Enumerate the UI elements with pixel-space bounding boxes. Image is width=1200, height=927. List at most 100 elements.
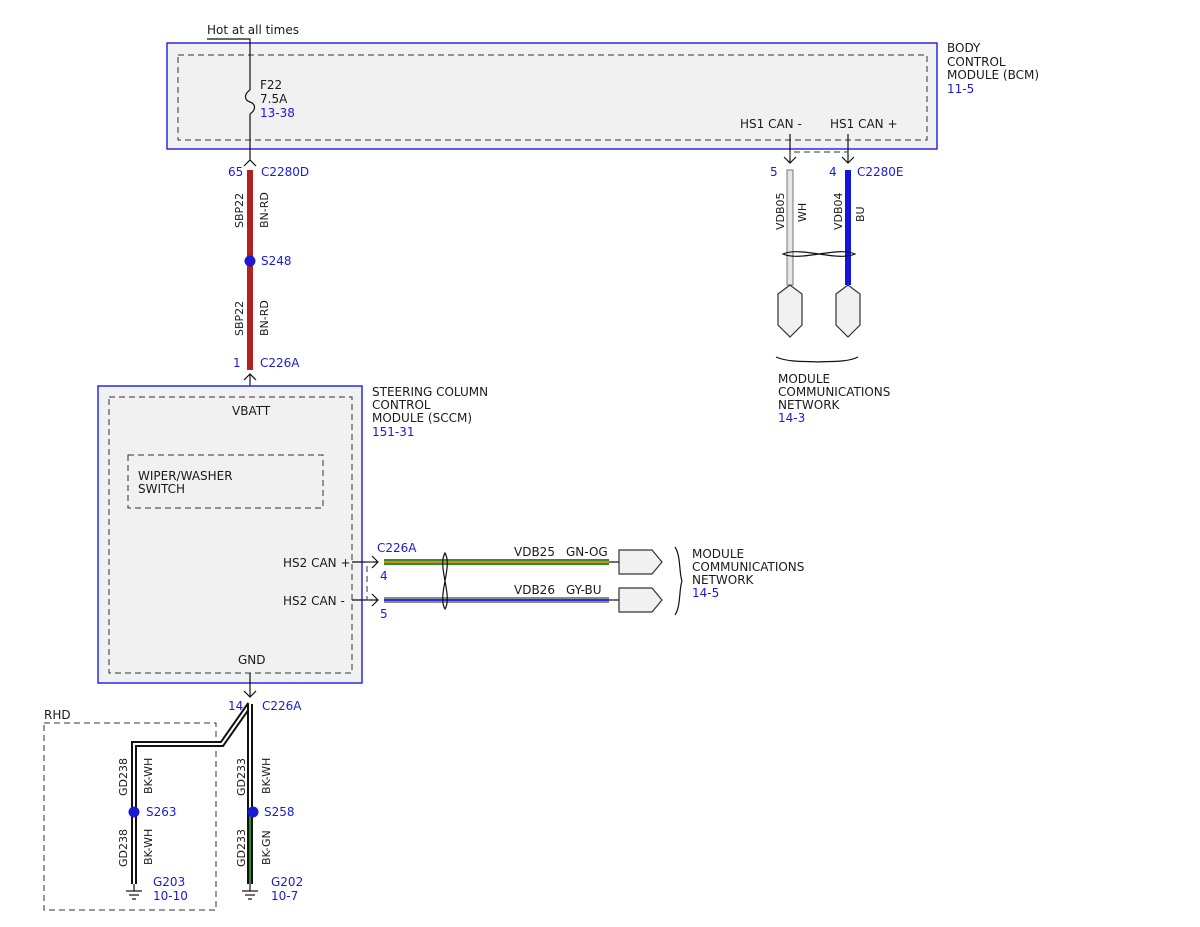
power-feed-line: [207, 38, 251, 90]
splice-s258: [247, 806, 259, 818]
ground-g203-ref: 10-10: [153, 889, 188, 903]
c2280e-pin5-number: 5: [770, 165, 778, 179]
wire-vdb25-circuit: VDB25: [514, 545, 555, 559]
wire-gd233-color-lower: BK-GN: [260, 830, 273, 865]
wiper-washer-switch-box: [127, 454, 324, 509]
c226a-pin5-number: 5: [380, 607, 388, 621]
bcm-pin-hs1-can-minus: HS1 CAN -: [740, 117, 802, 131]
hs1-network-ref: 14-3: [778, 411, 805, 425]
wire-sbp22: [247, 170, 253, 370]
hs1-plus-network-connector: [835, 284, 861, 338]
wire-vdb26-color: GY-BU: [566, 583, 602, 597]
wire-vdb26-stripe: [384, 599, 609, 601]
wire-gd238-color-upper: BK-WH: [142, 758, 155, 794]
wire-gd238-circuit-upper: GD238: [117, 758, 130, 796]
wire-vdb04: [845, 170, 851, 285]
hot-at-all-times-label: Hot at all times: [207, 23, 299, 37]
sccm-outer-box: [97, 385, 363, 684]
ground-g203-id: G203: [153, 875, 185, 889]
sccm-name-line-1: STEERING COLUMN: [372, 385, 488, 399]
ground-g202-id: G202: [271, 875, 303, 889]
ground-g202-symbol: [242, 884, 258, 900]
hs2-network-ref: 14-5: [692, 586, 719, 600]
hs2-plus-network-connector: [618, 549, 663, 575]
connector-c226a-pin5-arrow: [371, 593, 379, 607]
sccm-ref: 151-31: [372, 425, 415, 439]
rhd-option-box: [43, 722, 217, 911]
wire-gd233-circuit-lower: GD233: [235, 829, 248, 867]
hs2-network-line-2: COMMUNICATIONS: [692, 560, 804, 574]
wire-gd233-lower-stripe: [249, 812, 251, 884]
wire-vdb26-circuit: VDB26: [514, 583, 555, 597]
hs1-network-line-2: COMMUNICATIONS: [778, 385, 890, 399]
bcm-name-line-2: CONTROL: [947, 55, 1006, 69]
hs1-network-brace: [775, 356, 859, 363]
wire-gd233-circuit-upper: GD233: [235, 758, 248, 796]
wire-sbp22-color-upper: BN-RD: [258, 192, 271, 228]
twisted-pair-hs1-symbol: [781, 251, 857, 257]
ground-g203-symbol: [126, 884, 142, 900]
wire-sbp22-color-lower: BN-RD: [258, 300, 271, 336]
c226a-pin14-connector-label: C226A: [262, 699, 302, 713]
hs2-network-line-3: NETWORK: [692, 573, 755, 587]
bcm-outer-box: [166, 42, 938, 150]
hs2-network-line-1: MODULE: [692, 547, 744, 561]
wire-vdb04-circuit: VDB04: [832, 192, 845, 230]
wiper-washer-switch-line-2: SWITCH: [138, 482, 185, 496]
bcm-module: [166, 42, 938, 150]
bcm-inner-box: [177, 54, 928, 141]
connector-c2280e-pin5-arrow: [783, 156, 797, 164]
wire-vdb25-stripe: [384, 561, 609, 563]
hs1-minus-network-connector: [777, 284, 803, 338]
fuse-ref: 13-38: [260, 106, 295, 120]
bcm-name-line-3: MODULE (BCM): [947, 68, 1039, 82]
wire-gd238-color-lower: BK-WH: [142, 829, 155, 865]
wire-gd233-color-upper: BK-WH: [260, 758, 273, 794]
bcm-ref: 11-5: [947, 82, 974, 96]
connector-c226a-can-bracket: [366, 561, 373, 601]
bcm-name-line-1: BODY: [947, 41, 981, 55]
c2280e-pin4-number: 4: [829, 165, 837, 179]
wire-vdb05-circuit: VDB05: [774, 192, 787, 230]
fuse-rating: 7.5A: [260, 92, 288, 106]
sccm-pin-hs2-can-minus: HS2 CAN -: [283, 594, 345, 608]
rhd-label: RHD: [44, 708, 71, 722]
c226a-pin14-number: 14: [228, 699, 243, 713]
c2280d-pin-number: 65: [228, 165, 243, 179]
wire-vdb25-color: GN-OG: [566, 545, 608, 559]
wire-vdb05: [786, 169, 794, 286]
twisted-pair-hs2-symbol: [442, 551, 448, 611]
sccm-name-line-3: MODULE (SCCM): [372, 411, 472, 425]
c226a-can-connector-label: C226A: [377, 541, 417, 555]
connector-c226a-pin14-arrow: [243, 690, 257, 698]
wire-vdb05-color: WH: [796, 203, 809, 222]
fuse-f22-symbol: [244, 89, 256, 115]
ground-g202-ref: 10-7: [271, 889, 298, 903]
bcm-pin-hs1-can-plus: HS1 CAN +: [830, 117, 898, 131]
sccm-inner-box: [108, 396, 353, 674]
splice-s248: [244, 255, 256, 267]
wiper-washer-switch-line-1: WIPER/WASHER: [138, 469, 233, 483]
c2280e-connector-label: C2280E: [857, 165, 904, 179]
connector-c226a-pin4-arrow: [371, 555, 379, 569]
wire-gd238-circuit-lower: GD238: [117, 829, 130, 867]
c226a-pin1-number: 1: [233, 356, 241, 370]
splice-s258-label: S258: [264, 805, 295, 819]
sccm-pin-hs2-can-plus: HS2 CAN +: [283, 556, 351, 570]
splice-s263: [128, 806, 140, 818]
splice-s263-label: S263: [146, 805, 177, 819]
hs1-network-line-1: MODULE: [778, 372, 830, 386]
sccm-vbatt-label: VBATT: [232, 404, 271, 418]
hs2-network-brace: [674, 546, 683, 616]
c226a-pin1-connector-label: C226A: [260, 356, 300, 370]
sccm-name-line-2: CONTROL: [372, 398, 431, 412]
c2280d-connector-label: C2280D: [261, 165, 309, 179]
wire-vdb04-color: BU: [854, 206, 867, 222]
hs1-network-line-3: NETWORK: [778, 398, 841, 412]
connector-c2280d-pin65-arrow: [243, 159, 257, 167]
connector-c2280e-pin4-arrow: [841, 156, 855, 164]
connector-c2280e-bracket: [789, 151, 849, 158]
wire-sbp22-circuit-lower: SBP22: [233, 301, 246, 336]
c226a-pin4-number: 4: [380, 569, 388, 583]
